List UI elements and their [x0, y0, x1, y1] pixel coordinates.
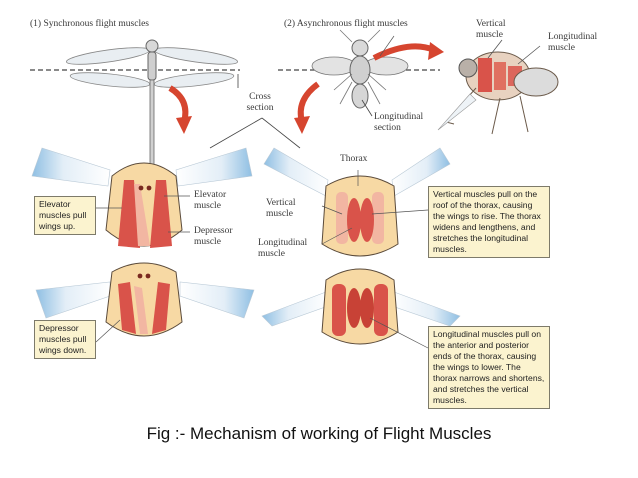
async-title: (2) Asynchronous flight muscles: [284, 19, 408, 29]
vertical-muscle-top-label: Vertical muscle: [476, 19, 506, 40]
thorax-label: Thorax: [340, 154, 368, 164]
dragonfly-illustration: [30, 39, 240, 167]
longitudinal-muscle-info-box: Longitudinal muscles pull on the anterio…: [428, 326, 550, 409]
fly-illustration: [278, 29, 444, 134]
depressor-info-box: Depressor muscles pull wings down.: [34, 320, 96, 359]
fly-muscle-illustration: [437, 39, 559, 135]
figure-caption: Fig :- Mechanism of working of Flight Mu…: [146, 424, 492, 443]
sync-section-wings-down: [35, 262, 255, 337]
vertical-muscle-info-box: Vertical muscles pull on the roof of the…: [428, 186, 550, 258]
label-leader-lines: [95, 35, 429, 349]
longitudinal-muscle-top-label: Longitudinal muscle: [548, 32, 598, 53]
elevator-info-box: Elevator muscles pull wings up.: [34, 196, 96, 235]
sync-section-wings-up: [31, 147, 253, 248]
vertical-muscle-mid-label: Vertical muscle: [266, 198, 296, 219]
depressor-muscle-label: Depressor muscle: [194, 226, 233, 247]
longitudinal-muscle-mid-label: Longitudinal muscle: [258, 238, 308, 259]
sync-title: (1) Synchronous flight muscles: [30, 19, 150, 29]
elevator-muscle-label: Elevator muscle: [194, 190, 227, 211]
async-section-wings-down: [261, 268, 461, 345]
section-pointer-lines: [209, 74, 373, 149]
async-section-wings-up: [263, 147, 451, 257]
cross-section-label: Cross section: [246, 92, 274, 113]
longitudinal-section-label: Longitudinal section: [374, 112, 424, 133]
